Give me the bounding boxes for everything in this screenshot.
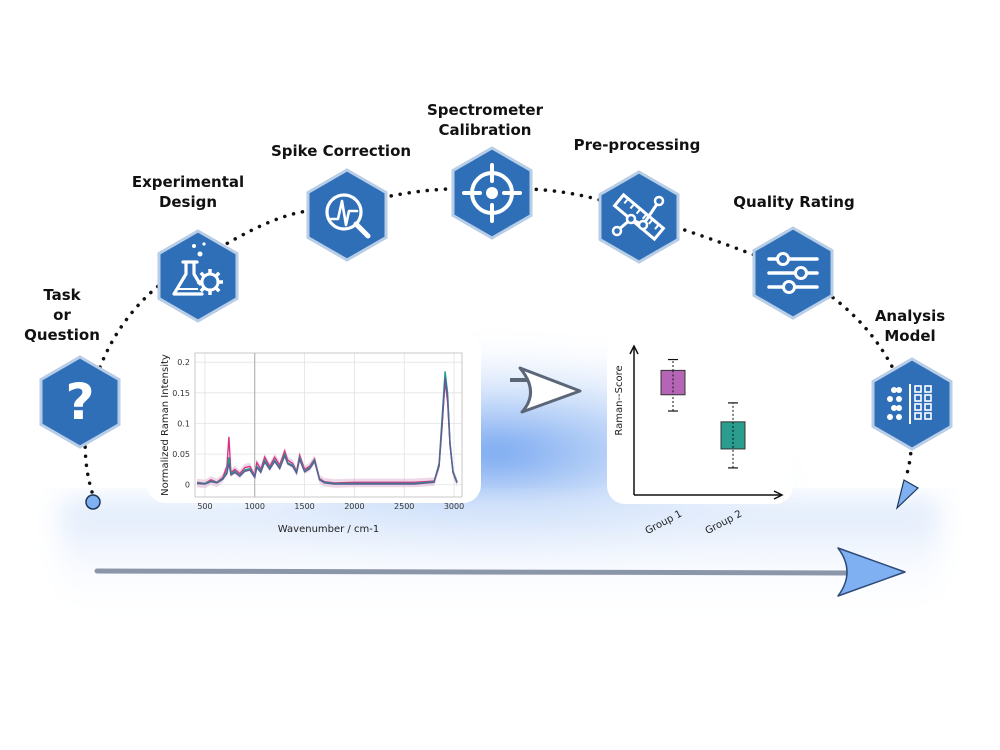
y-tick-label: 0 bbox=[185, 481, 190, 490]
step-hexagon-2 bbox=[157, 229, 239, 323]
sliders-icon bbox=[767, 252, 819, 294]
y-tick-label: 0.2 bbox=[177, 358, 190, 367]
step-hexagon-7 bbox=[871, 357, 953, 451]
crosshair-target-icon bbox=[462, 163, 522, 223]
step-hexagon-4 bbox=[451, 146, 533, 240]
ruler-line-icon bbox=[611, 192, 666, 242]
spectrum-chart: 500 1000 1500 2000 2500 3000 0 0.05 0.1 0.15 0.2Wa… bbox=[160, 352, 464, 535]
step-label-2: Design bbox=[159, 193, 217, 211]
y-tick-label: 0.05 bbox=[172, 450, 190, 459]
x-tick-label: 2500 bbox=[394, 502, 414, 511]
step-label-1: Task bbox=[43, 286, 81, 304]
step-label-4: Calibration bbox=[439, 121, 532, 139]
step-hexagon-3 bbox=[306, 168, 388, 262]
step-label-1: Question bbox=[24, 326, 100, 344]
y-axis-arrowhead bbox=[629, 344, 639, 355]
y-axis-label: Normalized Raman Intensity bbox=[160, 354, 171, 496]
y-tick-label: 0.1 bbox=[177, 419, 190, 428]
step-label-7: Model bbox=[884, 327, 935, 345]
step-label-7: Analysis bbox=[875, 307, 945, 325]
x-tick-label: 3000 bbox=[444, 502, 464, 511]
timeline-arrow bbox=[94, 547, 906, 597]
question-mark-icon: ? bbox=[65, 373, 94, 431]
start-dot bbox=[85, 494, 101, 510]
step-hexagon-5 bbox=[598, 170, 680, 264]
step-hexagon-6 bbox=[752, 226, 834, 320]
x-axis-arrowhead bbox=[773, 490, 784, 500]
transition-arrow bbox=[510, 366, 582, 414]
x-tick-label: 500 bbox=[197, 502, 212, 511]
spectrum-series-3 bbox=[196, 377, 458, 485]
spectrum-panel: 500 1000 1500 2000 2500 3000 0 0.05 0.1 0.15 0.2Wa… bbox=[147, 333, 481, 535]
y-tick-label: 0.15 bbox=[172, 389, 190, 398]
spike-magnifier-icon bbox=[325, 193, 371, 239]
x-tick-label: 1000 bbox=[245, 502, 265, 511]
step-label-2: Experimental bbox=[132, 173, 244, 191]
x-tick-label: 1500 bbox=[294, 502, 314, 511]
plot-frame bbox=[194, 352, 463, 498]
step-label-1: or bbox=[53, 306, 71, 324]
x-tick-label: 2000 bbox=[344, 502, 364, 511]
step-label-5: Pre-processing bbox=[574, 136, 701, 154]
boxplot-y-axis-label: Raman--Score bbox=[614, 365, 625, 435]
step-hexagon-1: ? bbox=[39, 355, 121, 449]
dot-grid-model-icon bbox=[887, 384, 932, 424]
step-label-4: Spectrometer bbox=[427, 101, 544, 119]
workflow-steps: ? bbox=[39, 146, 953, 451]
flask-gear-icon bbox=[172, 242, 223, 296]
step-label-3: Spike Correction bbox=[271, 142, 411, 160]
step-label-6: Quality Rating bbox=[733, 193, 854, 211]
svg-text:?: ? bbox=[65, 373, 94, 431]
x-axis-label: Wavenumber / cm-1 bbox=[278, 524, 379, 535]
end-arrowhead bbox=[895, 479, 919, 510]
